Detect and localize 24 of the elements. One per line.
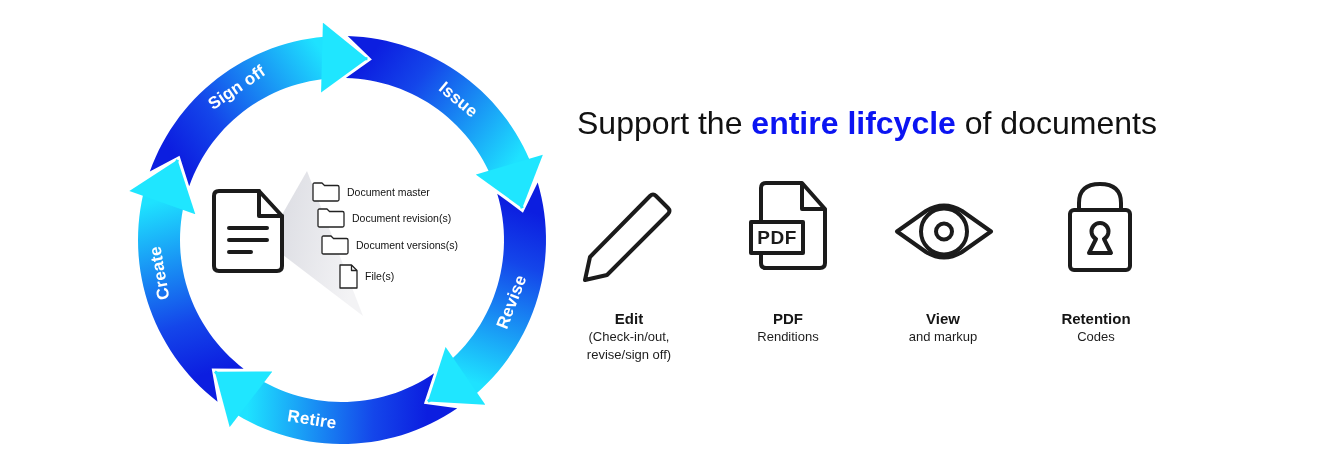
feature-title: Edit (614, 309, 644, 328)
arrow (427, 346, 486, 405)
arrow (321, 22, 368, 93)
feature-description: and markup (908, 328, 978, 346)
heading: Support the entire lifcycle of documents (577, 104, 1157, 143)
item-label: Document versions(s) (356, 238, 459, 252)
item-label: File(s) (365, 270, 395, 283)
feature-title: PDF (773, 309, 803, 328)
feature-title: Retention (1061, 309, 1131, 328)
feature-description: Codes (1077, 328, 1115, 346)
stage-label: Create (145, 244, 175, 302)
arrow-band (236, 373, 458, 444)
arrow-band (138, 194, 244, 402)
feature-title: View (926, 309, 960, 328)
stage-label: Retire (286, 406, 338, 434)
arrow (129, 159, 196, 215)
feature-description: (Check-in/out, revise/sign off) (585, 328, 673, 364)
file-type-tag: PDF (749, 220, 805, 255)
item-label: Document master (347, 185, 430, 199)
feature-description: Renditions (757, 328, 819, 346)
item-label: Document revision(s) (352, 211, 452, 225)
arrow (213, 370, 273, 428)
arrow (475, 154, 543, 209)
stage-label: Sign off (204, 61, 270, 115)
